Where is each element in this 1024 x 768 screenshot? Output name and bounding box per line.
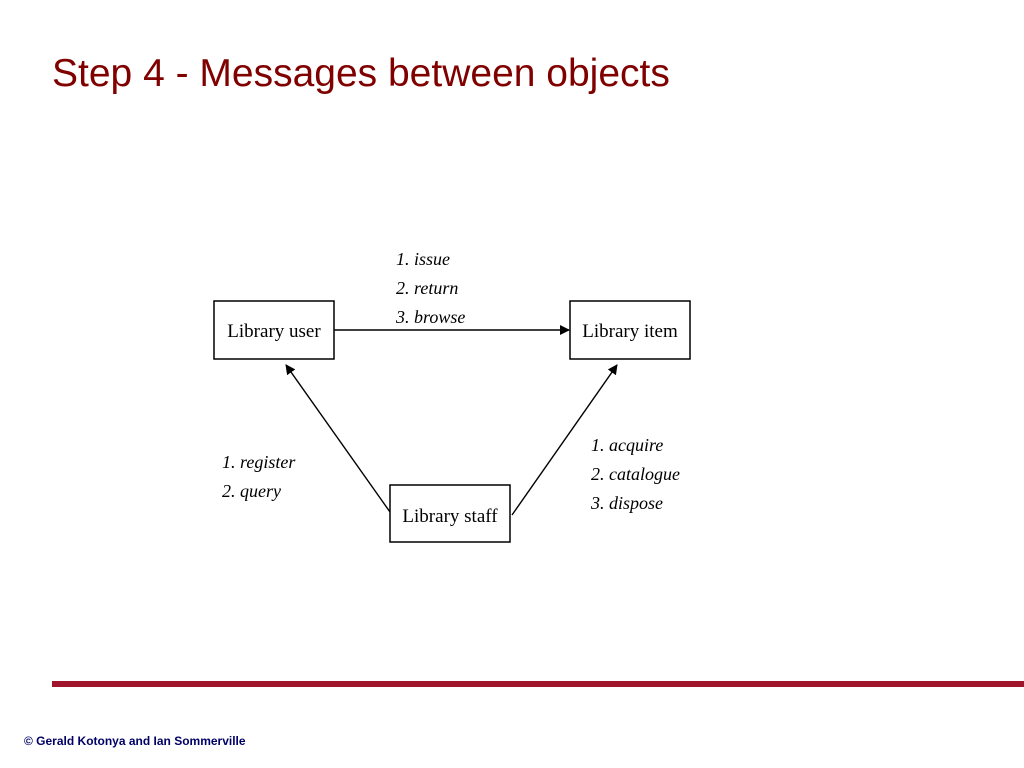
node-library-item: Library item — [569, 300, 691, 360]
message-label: 1. issue — [396, 249, 450, 269]
message-label: 3. dispose — [590, 493, 663, 513]
messages-user-to-item: 1. issue 2. return 3. browse — [395, 249, 465, 327]
slide-title: Step 4 - Messages between objects — [52, 52, 670, 95]
message-label: 2. query — [222, 481, 281, 501]
message-label: 1. acquire — [591, 435, 663, 455]
arrow-staff-to-item — [511, 364, 618, 516]
node-library-user-box — [213, 300, 335, 360]
message-label: 2. catalogue — [591, 464, 680, 484]
messages-staff-to-user: 1. register 2. query — [222, 452, 296, 501]
node-library-user: Library user — [213, 300, 335, 360]
copyright-notice: © Gerald Kotonya and Ian Sommerville — [24, 734, 246, 748]
message-label: 2. return — [396, 278, 458, 298]
node-library-staff-label: Library staff — [402, 506, 498, 527]
arrow-staff-to-user — [285, 364, 391, 513]
messages-staff-to-item: 1. acquire 2. catalogue 3. dispose — [590, 435, 680, 513]
node-library-staff-box — [389, 484, 511, 543]
message-label: 3. browse — [395, 307, 465, 327]
node-library-item-box — [569, 300, 691, 360]
node-library-staff: Library staff — [389, 484, 511, 543]
node-library-user-label: Library user — [227, 321, 321, 342]
message-label: 1. register — [222, 452, 296, 472]
footer-divider — [52, 681, 1024, 687]
node-library-item-label: Library item — [582, 321, 678, 342]
